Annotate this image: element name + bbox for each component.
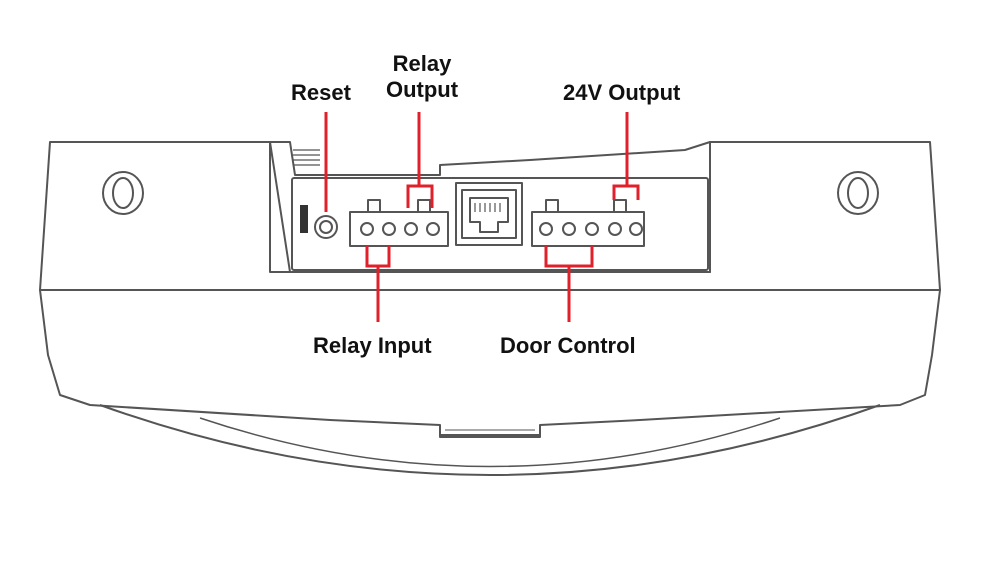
- vent-slots: [293, 149, 320, 166]
- housing-bottom-curve: [99, 404, 881, 476]
- housing-lower: [39, 289, 941, 436]
- output-24v-callout-line: [612, 112, 640, 200]
- relay-output-label-line1: Relay: [392, 51, 452, 76]
- reset-button-icon: [314, 215, 338, 239]
- reset-label: Reset: [291, 80, 351, 105]
- relay-output-label: Relay Output: [382, 51, 462, 103]
- bottom-tab: [439, 425, 541, 438]
- door-control-connector-icon: [531, 199, 645, 247]
- output-24v-label: 24V Output: [563, 80, 681, 105]
- relay-output-label-line2: Output: [385, 77, 459, 102]
- rj45-port-icon: [455, 182, 523, 246]
- callout-lines: [324, 112, 640, 322]
- relay-connector-icon: [349, 199, 449, 247]
- housing-bottom-curve-inner: [199, 417, 781, 468]
- door-control-callout-line: [544, 246, 594, 322]
- mounting-hole-icon-left: [102, 171, 144, 215]
- relay-input-label: Relay Input: [313, 333, 432, 358]
- relay-input-callout-line: [365, 246, 391, 322]
- reset-marker: [300, 205, 308, 233]
- relay-output-callout-line: [406, 112, 434, 208]
- mounting-hole-icon-right: [837, 171, 879, 215]
- door-control-label: Door Control: [500, 333, 636, 358]
